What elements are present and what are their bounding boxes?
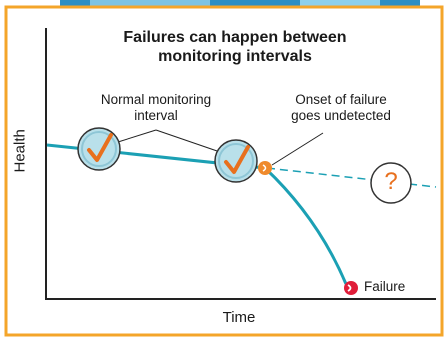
callout-line-right	[155, 129, 221, 153]
projected-health-line	[266, 167, 437, 188]
x-axis-label: Time	[222, 309, 256, 326]
onset-label-line-1: Onset of failure	[295, 92, 387, 107]
normal-interval-label: Normal monitoring interval	[96, 92, 216, 124]
normal-interval-label-line-2: interval	[134, 108, 178, 123]
title-line-2: monitoring intervals	[158, 48, 312, 65]
diagram-title: Failures can happen between monitoring i…	[100, 28, 370, 66]
failure-icon	[344, 281, 358, 295]
question-icon	[370, 162, 412, 204]
question-mark: ?	[384, 168, 398, 195]
title-line-1: Failures can happen between	[123, 29, 347, 46]
onset-label: Onset of failure goes undetected	[276, 92, 406, 124]
y-axis-label: Health	[11, 129, 29, 173]
onset-label-line-2: goes undetected	[291, 108, 391, 123]
failure-label: Failure	[364, 279, 406, 294]
check-icon	[77, 127, 121, 171]
onset-icon	[258, 161, 272, 175]
normal-interval-label-line-1: Normal monitoring	[100, 92, 212, 107]
callout-line-onset	[271, 132, 324, 166]
callout-line-left	[117, 129, 157, 143]
failure-decline-curve	[263, 166, 348, 285]
check-icon	[214, 139, 258, 183]
